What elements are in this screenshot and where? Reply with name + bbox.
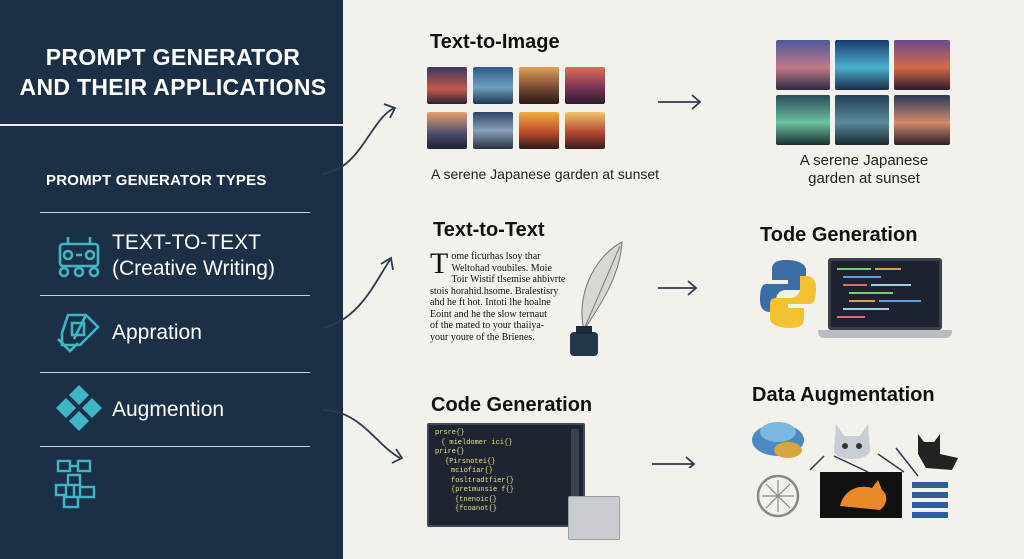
sidebar-item-label: Apprаtion bbox=[112, 321, 202, 344]
code-line: {tnenoic{} bbox=[455, 495, 498, 504]
title-line-2: AND THEIR APPLICATIONS bbox=[19, 74, 327, 100]
section-label: PROMPT GENERATOR TYPES bbox=[46, 172, 267, 189]
code-lines-graphic bbox=[837, 268, 921, 318]
caption-line: garden at sunset bbox=[808, 170, 920, 187]
code-line: { mieldomer ici{} bbox=[441, 438, 513, 447]
paragraph-line: ahd he ft hot. Intoti lhe hoalne bbox=[430, 297, 551, 308]
paragraph-line: stois horahid.hsome. Bralestisry bbox=[430, 285, 559, 297]
code-line: {pretmunsie f{} bbox=[451, 486, 515, 494]
image-thumb bbox=[519, 67, 559, 104]
code-line: prire{} bbox=[435, 448, 465, 456]
image-thumb bbox=[427, 67, 467, 104]
title-line-1: PROMPT GENERATOR bbox=[45, 44, 301, 70]
code-line: prsre{} bbox=[435, 429, 465, 437]
sidebar-item-augmention[interactable]: Augmention bbox=[46, 380, 326, 440]
grid-blocks-icon bbox=[54, 459, 96, 509]
paragraph-line: of the mated to your thaiiya- bbox=[430, 320, 545, 331]
image-thumb bbox=[776, 95, 830, 145]
laptop-screen bbox=[828, 258, 942, 330]
divider bbox=[40, 372, 310, 373]
sidebar-item-label: Augmention bbox=[112, 398, 225, 421]
sidebar-panel: PROMPT GENERATOR AND THEIR APPLICATIONS … bbox=[0, 0, 343, 559]
laptop-base bbox=[818, 330, 952, 338]
code-line: {fcoanot{} bbox=[455, 505, 498, 513]
divider bbox=[40, 212, 310, 213]
image-thumb bbox=[894, 95, 950, 145]
divider bbox=[40, 446, 310, 447]
text-to-text-heading: Text-to-Text bbox=[433, 219, 545, 241]
code-generation-heading: Code Generation bbox=[431, 394, 593, 416]
output-image-caption: A serene Japanese garden at sunset bbox=[779, 152, 949, 188]
cat-face-icon bbox=[834, 424, 870, 459]
image-grid-input bbox=[427, 67, 617, 149]
image-thumb bbox=[565, 112, 605, 149]
sidebar-item-apprnation[interactable]: Apprаtion bbox=[46, 305, 326, 365]
image-thumb bbox=[776, 40, 830, 90]
sidebar-item-grid[interactable] bbox=[46, 455, 326, 515]
puzzle-icon bbox=[57, 313, 100, 353]
image-grid-output bbox=[776, 40, 954, 146]
page-title: PROMPT GENERATOR AND THEIR APPLICATIONS bbox=[18, 42, 328, 102]
image-thumb bbox=[473, 112, 513, 149]
image-thumb bbox=[835, 40, 889, 90]
output-code-heading: Tode Generation bbox=[760, 224, 918, 246]
output-data-heading: Data Augmentation bbox=[752, 384, 935, 406]
paragraph-line: Toir Wistif tlsemise ahbivrte bbox=[451, 274, 566, 285]
robot-icon bbox=[58, 237, 100, 278]
sidebar-item-label-line2: (Creative Writing) bbox=[112, 257, 275, 280]
image-thumb bbox=[835, 95, 889, 145]
black-cat-icon bbox=[918, 434, 958, 470]
code-line: fosltradtfier{} bbox=[451, 476, 515, 485]
caption-line: A serene Japanese bbox=[799, 152, 929, 169]
code-line: mciofiar{} bbox=[451, 467, 494, 475]
device-icon bbox=[568, 496, 620, 540]
python-logo-icon bbox=[760, 260, 816, 328]
paragraph-line: Eoint and he the slow ternaut bbox=[430, 308, 547, 320]
paragraph-line: Weltohad voubiles. Moie bbox=[451, 262, 552, 274]
image-thumb bbox=[473, 67, 513, 104]
data-augmentation-graphic bbox=[752, 422, 958, 518]
sidebar-item-label-line1: TEXT-TO-TEXT bbox=[112, 231, 261, 254]
image-caption: A serene Japanese garden at sunset bbox=[431, 166, 660, 182]
code-window: prsre{} { mieldomer ici{} prire{} {Pirsn… bbox=[427, 423, 585, 527]
text-to-image-heading: Text-to-Image bbox=[430, 31, 560, 53]
image-thumb bbox=[519, 112, 559, 149]
image-thumb bbox=[427, 112, 467, 149]
image-thumb bbox=[894, 40, 950, 90]
paragraph-line: your youre of the Brienes. bbox=[430, 331, 535, 343]
text-paragraph: T ome ficurhas lsoy thar Weltohad voubil… bbox=[430, 247, 580, 343]
image-thumb bbox=[565, 67, 605, 104]
diamond-cluster-icon bbox=[56, 385, 102, 431]
sidebar-item-text-to-text[interactable]: TEXT-TO-TEXT (Creative Writing) bbox=[46, 228, 326, 288]
paragraph-line: ome ficurhas lsoy thar bbox=[451, 251, 541, 262]
title-box: PROMPT GENERATOR AND THEIR APPLICATIONS bbox=[0, 0, 343, 126]
connector-arrows bbox=[321, 103, 404, 464]
flow-arrows bbox=[652, 94, 702, 468]
scrollbar[interactable] bbox=[571, 429, 579, 521]
quill-ink-icon bbox=[570, 241, 623, 356]
drop-cap: T bbox=[430, 247, 449, 280]
divider bbox=[40, 295, 310, 296]
code-line: {Pirsnotei{} bbox=[445, 457, 496, 466]
